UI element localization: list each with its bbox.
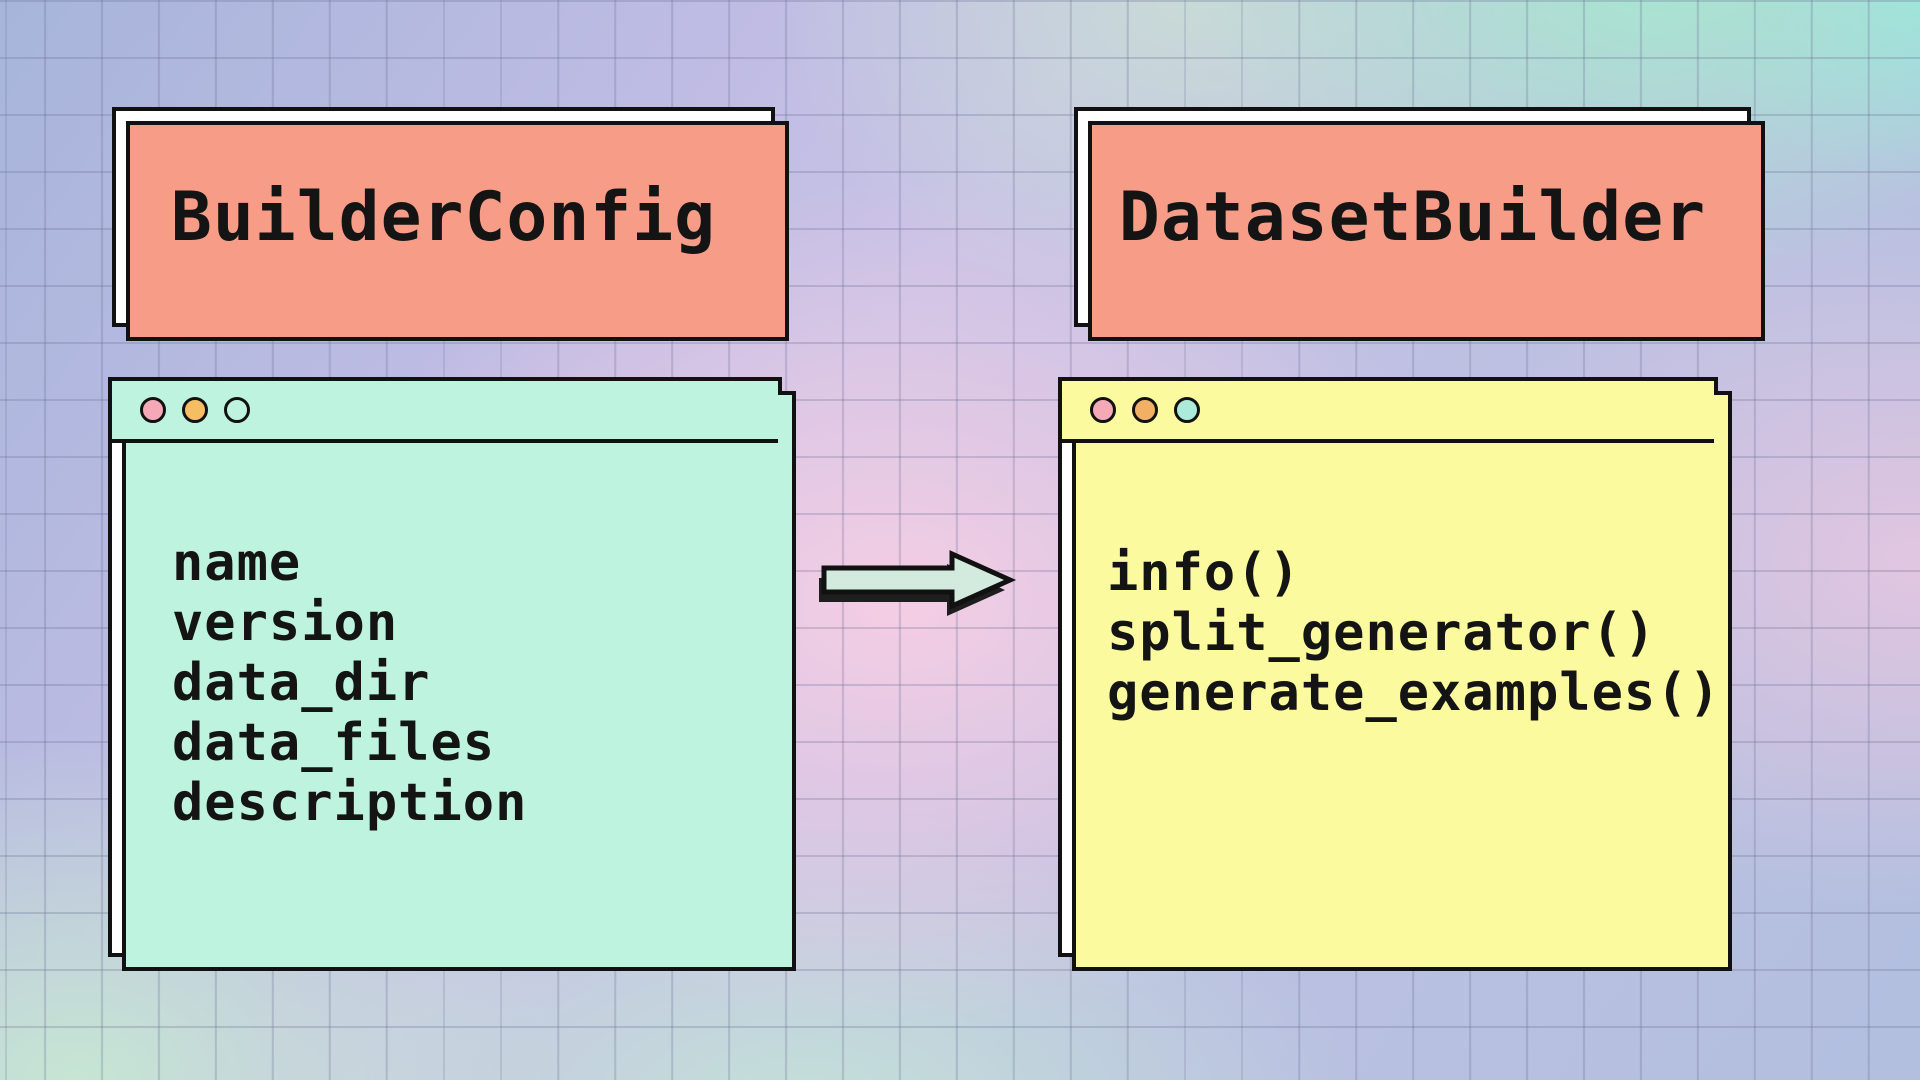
minimize-dot-icon	[182, 397, 208, 423]
attribute-data-files: data_files	[172, 713, 496, 773]
window-titlebar	[112, 381, 778, 443]
attribute-description: description	[172, 773, 528, 833]
datasetbuilder-window: info() split_generator() generate_exampl…	[1058, 377, 1721, 957]
close-dot-icon	[1090, 397, 1116, 423]
maximize-dot-icon	[224, 397, 250, 423]
close-dot-icon	[140, 397, 166, 423]
attribute-version: version	[172, 593, 399, 653]
method-info: info()	[1107, 543, 1301, 603]
window-titlebar	[1062, 381, 1714, 443]
builderconfig-window: name version data_dir data_files descrip…	[108, 377, 782, 957]
builderconfig-title-card: BuilderConfig	[112, 107, 775, 327]
attribute-data-dir: data_dir	[172, 653, 431, 713]
datasetbuilder-methods: info() split_generator() generate_exampl…	[1062, 443, 1721, 723]
method-generate-examples: generate_examples()	[1107, 663, 1721, 723]
datasetbuilder-title: DatasetBuilder	[1118, 177, 1707, 257]
method-split-generator: split_generator()	[1107, 603, 1657, 663]
builderconfig-title: BuilderConfig	[170, 177, 717, 257]
builderconfig-attributes: name version data_dir data_files descrip…	[112, 443, 778, 833]
attribute-name: name	[172, 533, 302, 593]
maximize-dot-icon	[1174, 397, 1200, 423]
datasetbuilder-title-card: DatasetBuilder	[1074, 107, 1751, 327]
flow-arrow-icon	[819, 548, 1017, 618]
minimize-dot-icon	[1132, 397, 1158, 423]
